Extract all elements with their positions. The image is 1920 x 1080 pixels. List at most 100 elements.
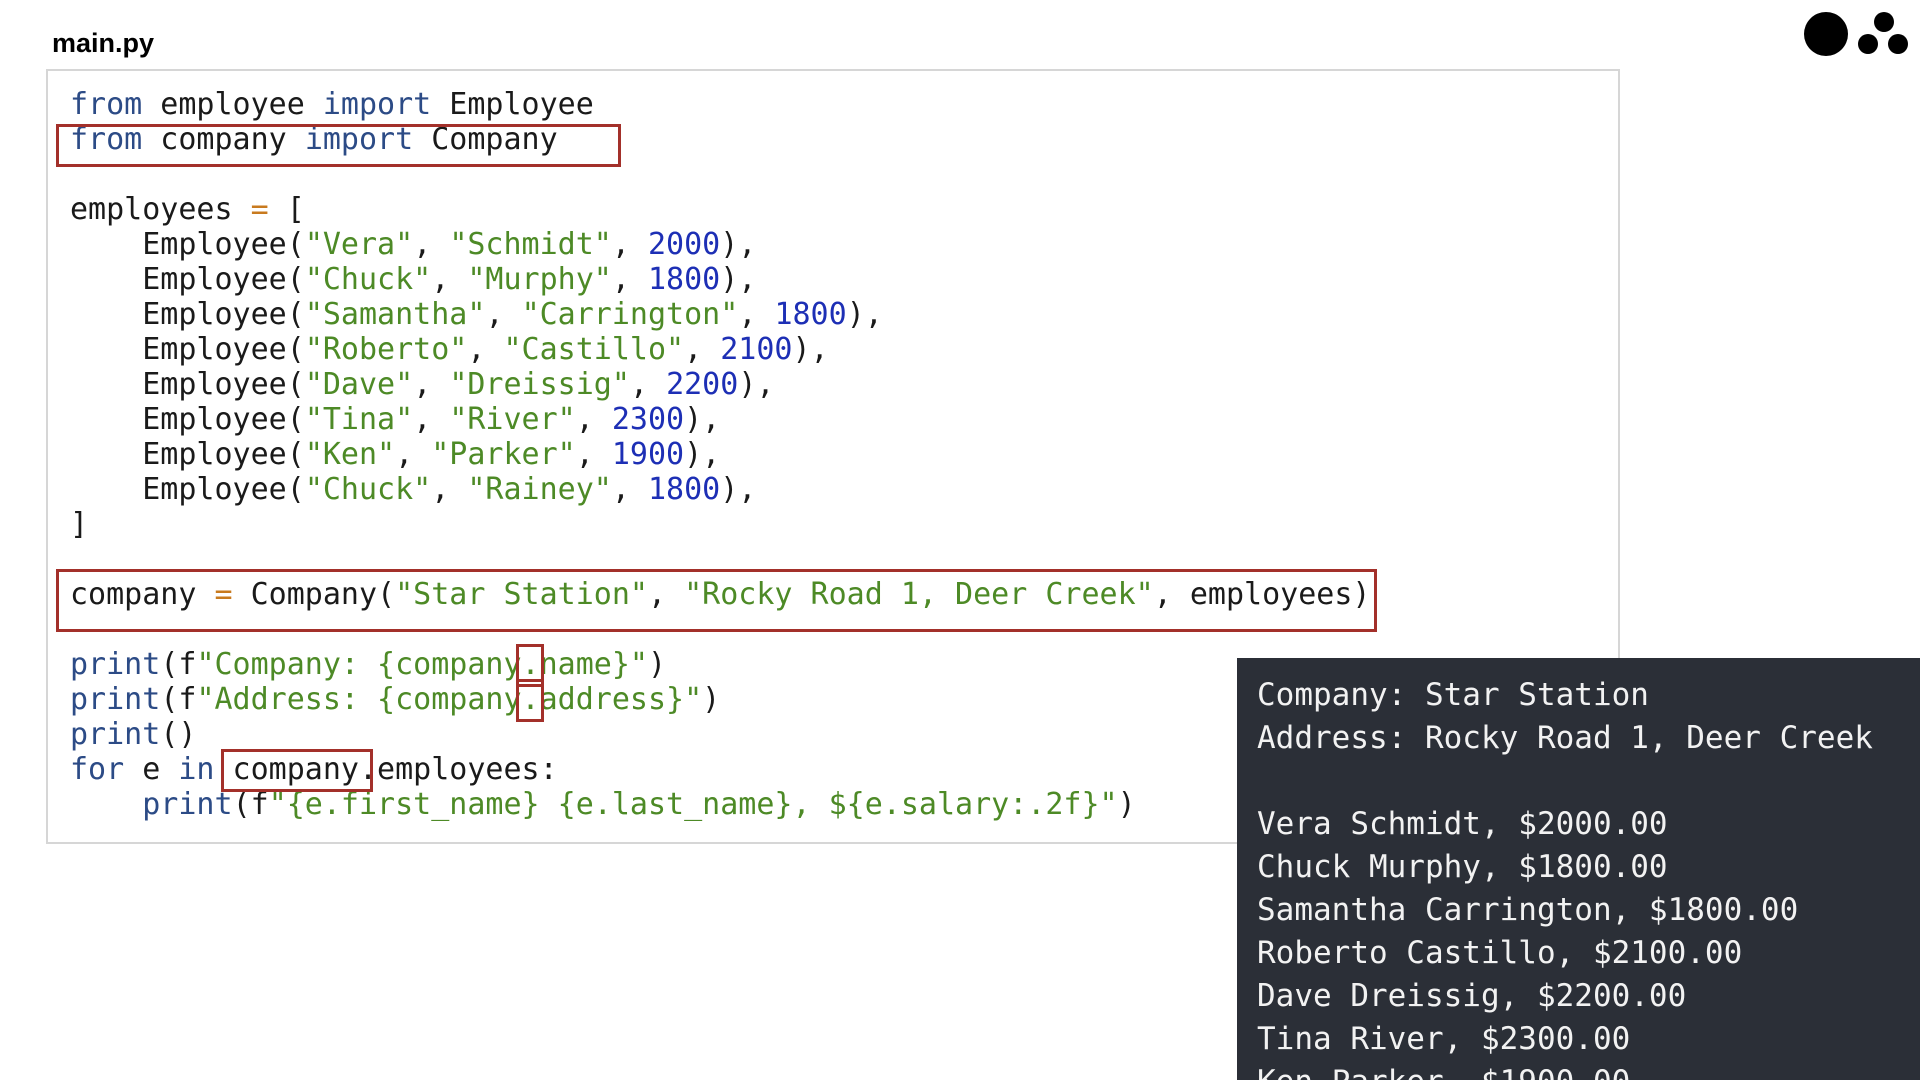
code-token: , — [738, 297, 775, 332]
code-line: Employee("Ken", "Parker", 1900), — [70, 437, 1370, 472]
terminal-line: Chuck Murphy, $1800.00 — [1257, 849, 1668, 885]
code-token: = — [250, 192, 269, 227]
highlight-company-assignment — [56, 569, 1377, 632]
code-token: 1900 — [611, 437, 685, 472]
code-line: Employee("Samantha", "Carrington", 1800)… — [70, 297, 1370, 332]
code-token: Employee — [431, 87, 594, 122]
code-token: ), — [684, 437, 721, 472]
code-line: Employee("Tina", "River", 2300), — [70, 402, 1370, 437]
code-token: ] — [70, 507, 89, 542]
code-line: Employee("Chuck", "Murphy", 1800), — [70, 262, 1370, 297]
code-token: "Rocky Road 1, Deer Creek" — [684, 577, 1154, 612]
code-token: = — [214, 577, 233, 612]
code-token: ), — [792, 332, 829, 367]
code-token: 1800 — [774, 297, 847, 332]
terminal-line: Vera Schmidt, $2000.00 — [1257, 806, 1668, 842]
code-token: "Samantha" — [304, 297, 486, 332]
code-line: company = Company("Star Station", "Rocky… — [70, 577, 1370, 612]
code-token: ) — [702, 682, 721, 717]
code-token: , — [413, 367, 450, 402]
code-token: , — [611, 227, 648, 262]
code-line: for e in company.employees: — [70, 752, 1370, 787]
code-line: Employee("Chuck", "Rainey", 1800), — [70, 472, 1370, 507]
code-token: Employee( — [70, 332, 305, 367]
code-token: Company — [413, 122, 558, 157]
code-token: from — [70, 122, 143, 157]
code-token: 1800 — [648, 472, 721, 507]
highlight-company-employees — [221, 749, 373, 792]
code-token: print — [142, 787, 233, 822]
code-token: "Company: {company.name}" — [196, 647, 648, 682]
code-token: , — [431, 472, 468, 507]
code-line: print(f"Company: {company.name}") — [70, 647, 1370, 682]
code-token: in — [178, 752, 215, 787]
code-token: , — [467, 332, 504, 367]
code-token: import — [322, 87, 432, 122]
code-line: from company import Company — [70, 122, 1370, 157]
code-token: , — [413, 402, 450, 437]
code-token: , — [575, 437, 612, 472]
code-token: "Castillo" — [503, 332, 685, 367]
code-token: ), — [720, 227, 757, 262]
code-token: "Star Station" — [395, 577, 648, 612]
code-token: 2100 — [720, 332, 793, 367]
code-token: Employee( — [70, 367, 305, 402]
code-line: ] — [70, 507, 1370, 542]
code-token: ), — [846, 297, 883, 332]
code-token — [70, 787, 142, 822]
file-title: main.py — [52, 28, 155, 58]
code-token: ), — [720, 472, 757, 507]
terminal-line: Address: Rocky Road 1, Deer Creek — [1257, 720, 1873, 756]
code-line: from employee import Employee — [70, 87, 1370, 122]
highlight-import-company — [56, 124, 621, 167]
code-token: "Tina" — [304, 402, 414, 437]
code-token: , — [395, 437, 432, 472]
code-token: employee — [142, 87, 323, 122]
code-token: 2000 — [648, 227, 721, 262]
code-token: () — [160, 717, 197, 752]
terminal-line: Tina River, $2300.00 — [1257, 1021, 1631, 1057]
code-token: Employee( — [70, 297, 305, 332]
code-token: , — [611, 472, 648, 507]
code-token: Employee( — [70, 262, 305, 297]
code-token: 2300 — [611, 402, 685, 437]
code-token: , — [485, 297, 522, 332]
code-token: import — [304, 122, 414, 157]
code-token: "Chuck" — [304, 472, 432, 507]
code-token: "Address: {company.address}" — [196, 682, 703, 717]
code-token: print — [70, 647, 161, 682]
code-token: Employee( — [70, 472, 305, 507]
code-token: ), — [738, 367, 775, 402]
code-token: "Murphy" — [467, 262, 612, 297]
code-token: , — [611, 262, 648, 297]
code-token: company — [142, 122, 305, 157]
code-token: ), — [720, 262, 757, 297]
logo-icon — [1800, 10, 1910, 60]
code-token: "Dreissig" — [449, 367, 630, 402]
code-token: (f — [160, 647, 197, 682]
code-token: Employee( — [70, 402, 305, 437]
terminal-line — [1257, 760, 1873, 803]
code-token: "Carrington" — [521, 297, 739, 332]
code-token: "Rainey" — [467, 472, 612, 507]
code-token: company — [70, 577, 215, 612]
code-line: print() — [70, 717, 1370, 752]
code-token: 1800 — [648, 262, 721, 297]
code-token: , — [413, 227, 450, 262]
code-line: print(f"{e.first_name} {e.last_name}, ${… — [70, 787, 1370, 822]
code-line: employees = [ — [70, 192, 1370, 227]
highlight-dot-address — [516, 679, 544, 722]
code-token: [ — [268, 192, 305, 227]
code-line: Employee("Dave", "Dreissig", 2200), — [70, 367, 1370, 402]
code-token: , — [575, 402, 612, 437]
code-token: from — [70, 87, 143, 122]
code-token: "Chuck" — [304, 262, 432, 297]
highlight-dot-name — [516, 644, 544, 687]
terminal-line: Dave Dreissig, $2200.00 — [1257, 978, 1687, 1014]
code-token: , — [629, 367, 667, 402]
code-token: "Parker" — [431, 437, 576, 472]
terminal-line: Samantha Carrington, $1800.00 — [1257, 892, 1799, 928]
code-token: Company( — [232, 577, 396, 612]
